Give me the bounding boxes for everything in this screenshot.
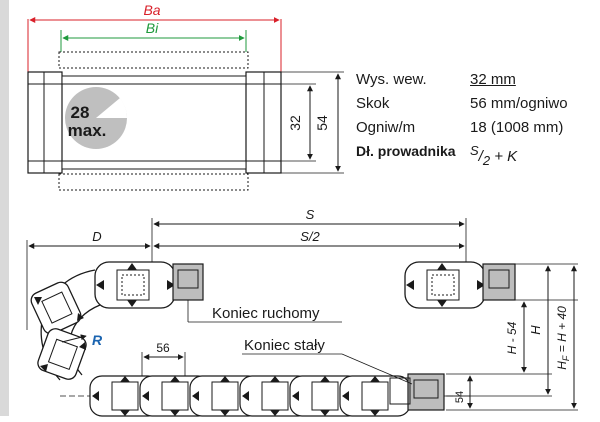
fixed-end-bracket — [407, 373, 445, 411]
moving-end-label: Koniec ruchomy — [212, 305, 320, 322]
r-label: R — [92, 332, 103, 348]
chain-link-marker — [142, 376, 180, 416]
hf-label: HF = H + 40 — [555, 306, 571, 370]
s-label: S — [306, 207, 315, 222]
spec-label: Dł. prowadnika — [356, 143, 456, 159]
fixed-end-label: Koniec stały — [244, 337, 325, 354]
bending-radius-section: R — [30, 269, 103, 381]
ba-label: Ba — [143, 2, 160, 18]
sidebar-bar — [0, 0, 9, 416]
right-upper-chain — [404, 261, 516, 309]
outer-height-label: 54 — [314, 115, 330, 131]
top-view: Ba Bi 28 max. — [27, 2, 344, 191]
max-width-badge: 28 max. — [65, 87, 128, 149]
spec-label: Skok — [356, 95, 390, 112]
bi-label: Bi — [146, 20, 159, 36]
chain-link-marker — [192, 376, 230, 416]
spec-label: Ogniw/m — [356, 119, 416, 136]
spec-value: S/2 + K — [470, 143, 518, 168]
d-label: D — [92, 229, 101, 244]
h-label: H — [528, 325, 543, 335]
badge-number: 28 — [71, 103, 90, 122]
spec-value: 56 mm/ogniwo — [470, 95, 568, 112]
chain-link-marker — [292, 376, 330, 416]
badge-text: max. — [68, 121, 107, 140]
spec-value: 32 mm — [470, 71, 516, 88]
lower-chain-run — [60, 375, 460, 417]
h-minus-label: H - 54 — [505, 321, 519, 354]
chain-link-marker — [242, 376, 280, 416]
spec-label: Wys. wew. — [356, 71, 427, 88]
spec-value: 18 (1008 mm) — [470, 119, 564, 136]
s2-label: S/2 — [300, 229, 320, 244]
upper-chain-run — [94, 261, 176, 309]
pitch-label: 56 — [156, 341, 170, 355]
chain-height-label: 54 — [454, 391, 466, 403]
chain-link-marker — [342, 376, 380, 416]
chain-link-marker — [92, 376, 130, 416]
link-plate-left — [27, 71, 63, 174]
inner-height-label: 32 — [287, 115, 303, 131]
side-view: S D S/2 R — [26, 207, 578, 417]
